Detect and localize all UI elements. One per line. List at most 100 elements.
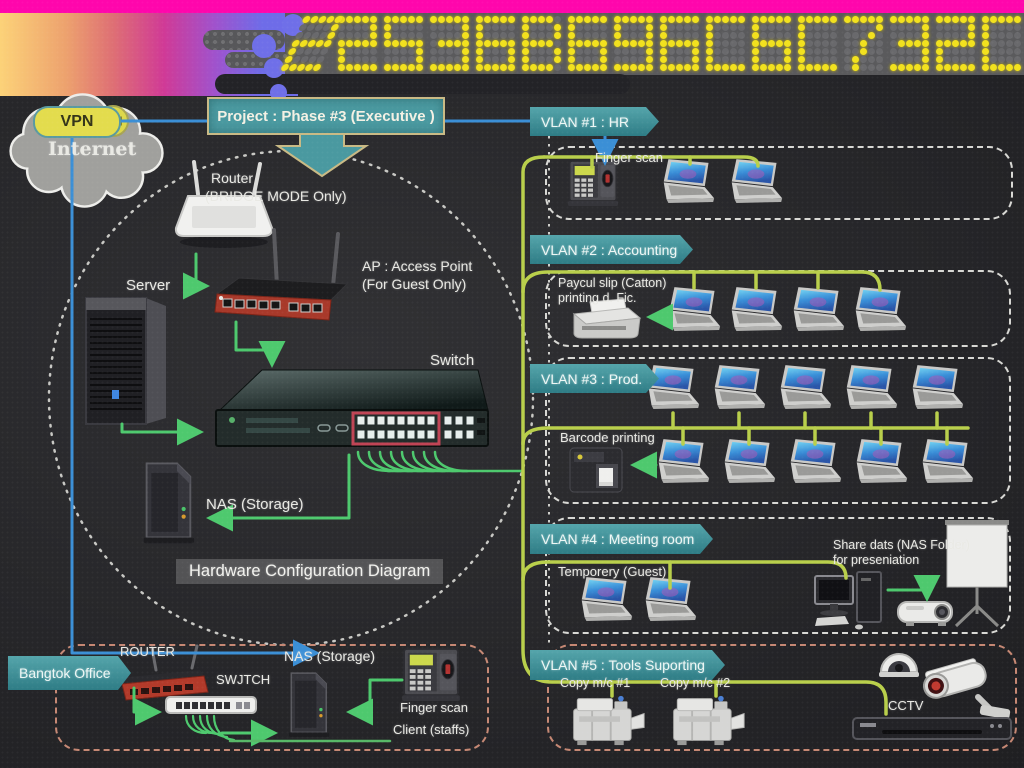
cctv-camera-device [922, 658, 1011, 720]
branch-clients-label: Client (staffs) [393, 722, 470, 737]
down-arrow-icon [274, 129, 370, 178]
vlan3-printer-label: Barcode printing [560, 430, 655, 445]
captcha-char [430, 16, 470, 72]
captcha-char [936, 16, 976, 72]
server-device [85, 297, 166, 425]
captcha-char [706, 16, 746, 72]
server-label: Server [126, 277, 171, 294]
nas-label: NAS (Storage) [206, 496, 304, 513]
laptop-icon [645, 364, 701, 411]
projection-screen-device [945, 520, 1009, 628]
captcha-char [890, 16, 930, 72]
copier1-device [566, 694, 648, 746]
laptop-icon [852, 286, 908, 333]
diagram-title: Hardware Configuration Diagram [176, 559, 444, 584]
laptop-icon [728, 286, 784, 333]
vlan4-share-label-2: for preseniation [833, 553, 920, 567]
laptop-icon [919, 438, 975, 485]
captcha-char [798, 16, 838, 72]
captcha-char [522, 16, 562, 72]
vlan1-label: VLAN #1 : HR [541, 113, 629, 130]
decor-blob [264, 58, 284, 78]
vlan1-laptops [660, 158, 784, 205]
decor-blob [270, 84, 287, 101]
internet-label: Internet [48, 138, 137, 160]
laptop-icon [721, 438, 777, 485]
vlan3-laptops-bottom [655, 438, 975, 485]
switch-device [215, 369, 489, 447]
laptop-icon [843, 364, 899, 411]
vlan2-label: VLAN #2 : Accounting [541, 241, 678, 258]
vlan3-label: VLAN #3 : Prod. [541, 370, 643, 387]
vlan1-fingerscan-label: Finger scan [595, 150, 663, 165]
vlan2-tag: VLAN #2 : Accounting [530, 235, 693, 264]
magenta-top-bar [0, 0, 1024, 13]
branch-nas-label: NAS (Storage) [284, 648, 376, 664]
nas-device [135, 452, 200, 547]
branch-office-tag: Bangtok Office [8, 656, 131, 690]
barcode-printer-device [569, 447, 623, 493]
captcha-char [982, 16, 1022, 72]
vlan3-laptops-top [645, 364, 965, 411]
access-point-device [214, 228, 349, 321]
laptop-icon [642, 576, 698, 623]
router-mode-label: (BRIDGE MODE Only) [205, 188, 347, 204]
vlan2-laptops [666, 286, 908, 333]
dvr-device [852, 717, 1012, 740]
diagram-title-text: Hardware Configuration Diagram [189, 562, 431, 580]
project-banner: Project : Phase #3 (Executive ) [207, 97, 445, 135]
branch-nas-device [282, 664, 334, 740]
laptop-icon [660, 158, 716, 205]
laptop-icon [909, 364, 965, 411]
captcha-char [614, 16, 654, 72]
vlan4-share-label-1: Share dats (NAS Folder) [833, 538, 970, 552]
branch-switch-device [165, 696, 257, 714]
projector-device [897, 601, 953, 626]
laptop-icon [666, 286, 722, 333]
desktop-pc-device [814, 571, 882, 630]
captcha-code [279, 16, 1022, 72]
branch-router-label: ROUTER [120, 644, 175, 659]
captcha-char [752, 16, 792, 72]
vlan4-laptops [578, 576, 698, 623]
vlan4-guest-label: Temporery (Guest) [558, 564, 667, 579]
captcha-char [338, 16, 378, 72]
captcha-char [844, 16, 884, 72]
ap-mode-label: (For Guest Only) [362, 276, 467, 292]
project-banner-label: Project : Phase #3 (Executive ) [217, 107, 435, 125]
captcha-char [476, 16, 516, 72]
laptop-icon [777, 364, 833, 411]
vlan4-label: VLAN #4 : Meeting room [541, 531, 695, 547]
fingerscan-device [568, 160, 618, 207]
branch-office-label: Bangtok Office [19, 665, 111, 681]
vlan3-tag: VLAN #3 : Prod. [530, 364, 659, 393]
laptop-icon [787, 438, 843, 485]
router-label: Router [211, 170, 254, 186]
decor-dark-pill [215, 74, 630, 94]
vpn-badge: VPN [33, 106, 121, 138]
vlan2-printer-label-1: Paycul slip (Catton) [558, 276, 667, 290]
laptop-icon [655, 438, 711, 485]
laptop-icon [853, 438, 909, 485]
laptop-icon [728, 158, 784, 205]
captcha-char [568, 16, 608, 72]
copier2-label: Copy m/c #2 [660, 676, 731, 690]
laptop-icon [711, 364, 767, 411]
vlan1-tag: VLAN #1 : HR [530, 107, 659, 136]
cctv-label: CCTV [888, 698, 924, 713]
captcha-char [384, 16, 424, 72]
decor-blob [252, 34, 276, 58]
captcha-char [660, 16, 700, 72]
laptop-icon [790, 286, 846, 333]
dome-camera-device [879, 653, 919, 677]
laptop-icon [578, 576, 634, 623]
copier2-device [666, 694, 748, 746]
branch-fingerscan-device [402, 648, 460, 702]
vlan5-label: VLAN #5 : Tools Suporting [541, 657, 705, 673]
vpn-label: VPN [60, 113, 94, 130]
ap-label: AP : Access Point [362, 258, 473, 274]
branch-switch-label: SWJTCH [216, 672, 271, 687]
vlan4-tag: VLAN #4 : Meeting room [530, 524, 713, 554]
copier1-label: Copy m/c #1 [560, 676, 631, 690]
